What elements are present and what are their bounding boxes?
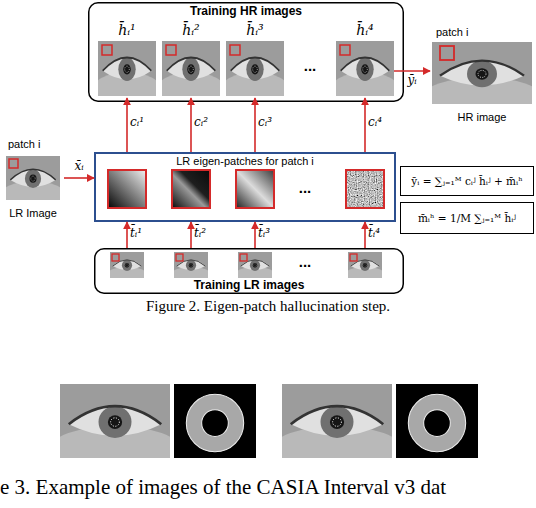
connectors [64, 71, 430, 248]
lr-input-image [1, 156, 66, 209]
edge-label: cᵢ¹ [130, 116, 144, 129]
eye-photo [49, 384, 181, 473]
arrow-connector [190, 98, 192, 152]
patch-marker [350, 254, 357, 261]
eye-image [1, 156, 66, 209]
node-text: m̄ᵢʰ = 1/M ∑ⱼ₌₁ᴹ h̄ᵢʲ [418, 212, 516, 224]
arrow-connector [364, 222, 366, 248]
edge-label: cᵢ³ [258, 116, 272, 129]
patch-marker [176, 254, 183, 261]
eigen-patch [346, 170, 384, 208]
iris-mask [174, 384, 256, 458]
edge-label: t̄ᵢ² [194, 227, 206, 240]
patch-border [108, 170, 146, 208]
eye-image [220, 41, 290, 107]
patch-marker [102, 45, 112, 55]
edge-label: x̄ᵢ [74, 160, 83, 173]
group-box: Training LR images [94, 248, 404, 294]
patch-border [346, 170, 384, 208]
edge-label: cᵢ⁴ [368, 116, 382, 129]
ellipsis: ... [299, 254, 312, 271]
node-text: ȳᵢ = ∑ⱼ₌₁ᴹ cᵢʲ h̄ᵢʲ + m̄ᵢʰ [411, 175, 523, 187]
arrow-connector [254, 222, 256, 248]
patch-marker [112, 254, 119, 261]
node-text: Training HR images [190, 5, 302, 19]
formula-box: ȳᵢ = ∑ⱼ₌₁ᴹ cᵢʲ h̄ᵢʲ + m̄ᵢʰ [400, 166, 534, 196]
arrow-connector [394, 70, 430, 72]
edge-label: t̄ᵢ¹ [130, 227, 142, 240]
node-text: Training LR images [194, 279, 305, 293]
output-image: patch i HR image [430, 26, 534, 124]
patch-marker [240, 254, 247, 261]
arrow-connector [64, 177, 94, 179]
iris-mask [396, 384, 478, 458]
node-text: LR eigen-patches for patch i [176, 155, 314, 168]
patch-border [236, 170, 274, 208]
arrow-connector [364, 98, 366, 152]
figure-3-images [49, 384, 478, 473]
eye-image [107, 252, 148, 283]
arrow-connector [126, 222, 128, 248]
input-image: patch i LR Image [2, 138, 64, 220]
arrow-connector [126, 98, 128, 152]
node-text: patch i [2, 138, 40, 151]
edge-label: t̄ᵢ⁴ [368, 227, 380, 240]
training-image: h̄ᵢ³ [226, 22, 284, 98]
node-text: h̄ᵢ⁴ [356, 22, 373, 40]
node-text: h̄ᵢ³ [246, 22, 263, 40]
edge-label: ȳᵢ [407, 74, 416, 87]
eigen-patch [172, 170, 210, 208]
ellipsis: ... [304, 58, 317, 75]
training-image: h̄ᵢ⁴ [336, 22, 394, 98]
patch-border [172, 170, 210, 208]
eye-photo [271, 384, 403, 473]
eye-image [345, 252, 386, 283]
patch-marker [340, 45, 350, 55]
patch-marker [9, 159, 18, 168]
patch-marker [440, 46, 454, 60]
training-image: h̄ᵢ¹ [98, 22, 156, 98]
ellipsis: ... [299, 180, 312, 197]
edge-label: t̄ᵢ³ [258, 227, 270, 240]
node-text: LR Image [2, 207, 64, 220]
figure-caption: Figure 2. Eigen-patch hallucination step… [146, 298, 390, 315]
hr-output-image [422, 42, 536, 116]
patch-marker [166, 45, 176, 55]
eigen-patch [236, 170, 274, 208]
formula-box: m̄ᵢʰ = 1/M ∑ⱼ₌₁ᴹ h̄ᵢʲ [400, 202, 534, 234]
node-text: HR image [430, 111, 534, 124]
node-text: patch i [430, 26, 468, 39]
hr-training-images [92, 41, 400, 107]
edge-label: cᵢ² [194, 116, 208, 129]
arrow-connector [254, 98, 256, 152]
eigen-box: LR eigen-patches for patch i [94, 152, 396, 222]
arrow-connector [190, 222, 192, 248]
node-text: h̄ᵢ² [182, 22, 199, 40]
training-image: h̄ᵢ² [162, 22, 220, 98]
patch-marker [230, 45, 240, 55]
eye-image [422, 42, 536, 116]
eye-image [156, 41, 226, 107]
node-text: h̄ᵢ¹ [118, 22, 135, 40]
eye-image [92, 41, 162, 107]
group-box: Training HR images h̄ᵢ¹ h̄ᵢ² h̄ᵢ³ h̄ᵢ⁴ [88, 2, 404, 102]
eigen-patch [108, 170, 146, 208]
eye-image [330, 41, 400, 107]
eigen-patches [108, 170, 384, 208]
cropped-caption: e 3. Example of images of the CASIA Inte… [0, 476, 446, 499]
